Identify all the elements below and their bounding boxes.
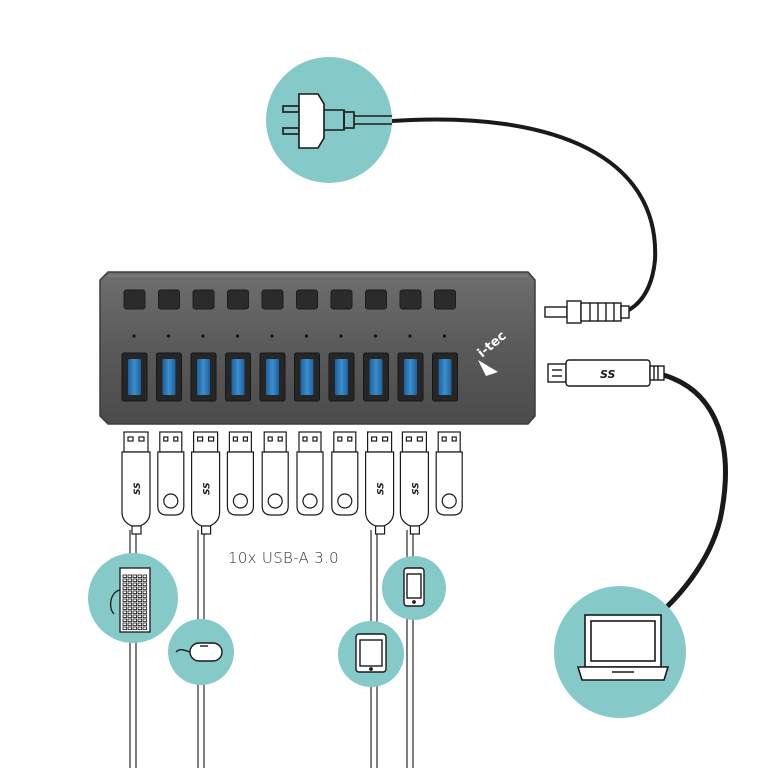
port-power-button-4[interactable]: [227, 289, 249, 310]
mouse-icon: [175, 642, 223, 662]
usb-flash-drive-6: [296, 431, 324, 516]
usb-a-port-3[interactable]: [190, 352, 217, 402]
port-led-9: [408, 334, 412, 338]
usb-hub: i-tec: [99, 271, 536, 425]
port-power-button-3[interactable]: [192, 289, 215, 310]
usb-a-port-1[interactable]: [121, 352, 148, 402]
port-power-button-1[interactable]: [123, 289, 146, 310]
usb-a-port-9[interactable]: [397, 352, 424, 402]
usb-a-port-8[interactable]: [363, 352, 389, 402]
usb-a-cable-plug-1: SS: [121, 431, 151, 535]
phone-badge: [382, 556, 446, 620]
power-dc-connector: [544, 300, 630, 324]
usb-flash-drive-4: [226, 431, 254, 516]
laptop-cable: [638, 371, 728, 632]
port-power-button-2[interactable]: [158, 289, 180, 310]
port-power-button-9[interactable]: [399, 289, 422, 310]
usb-ss-logo: SS: [377, 482, 387, 495]
usb-ss-logo: SS: [411, 482, 421, 495]
port-led-8: [373, 334, 378, 338]
power-plug-badge: [266, 57, 392, 183]
port-led-5: [270, 334, 274, 338]
usb-a-port-5[interactable]: [259, 352, 286, 402]
usb-ss-logo: SS: [203, 482, 213, 495]
tablet-icon: [355, 633, 387, 673]
port-led-3: [201, 334, 205, 338]
port-led-2: [166, 334, 171, 338]
port-power-button-8[interactable]: [365, 289, 387, 310]
usb-b-ss-logo: SS: [600, 368, 616, 381]
port-power-button-5[interactable]: [261, 289, 284, 310]
usb-a-port-10[interactable]: [432, 352, 458, 402]
power-plug-icon: [282, 93, 392, 149]
usb-ss-logo: SS: [133, 482, 143, 495]
laptop-badge: [554, 586, 686, 718]
usb-b-connector: [547, 359, 665, 387]
ports-caption: 10x USB-A 3.0: [228, 549, 339, 567]
usb-a-port-6[interactable]: [294, 352, 320, 402]
power-cable: [391, 117, 658, 314]
usb-flash-drive-5: [261, 431, 289, 516]
tablet-badge: [338, 621, 404, 687]
port-power-button-10[interactable]: [434, 289, 456, 310]
usb-flash-drive-7: [331, 431, 359, 516]
usb-a-port-2[interactable]: [156, 352, 182, 402]
port-power-button-6[interactable]: [296, 289, 318, 310]
usb-flash-drive-2: [157, 431, 185, 516]
port-led-7: [339, 334, 343, 338]
usb-a-cable-plug-9: SS: [399, 431, 429, 535]
phone-icon: [403, 567, 425, 607]
mouse-badge: [168, 619, 234, 685]
port-led-4: [235, 334, 240, 338]
usb-a-cable-plug-3: SS: [191, 431, 221, 535]
usb-a-cable-plug-8: SS: [365, 431, 395, 535]
port-led-1: [132, 334, 136, 338]
keyboard-badge: [88, 553, 178, 643]
port-led-10: [442, 334, 447, 338]
port-led-6: [304, 334, 309, 338]
keyboard-icon: [109, 567, 151, 633]
usb-a-port-4[interactable]: [225, 352, 251, 402]
usb-flash-drive-10: [435, 431, 463, 516]
port-power-button-7[interactable]: [330, 289, 353, 310]
laptop-icon: [576, 614, 670, 681]
usb-a-port-7[interactable]: [328, 352, 355, 402]
